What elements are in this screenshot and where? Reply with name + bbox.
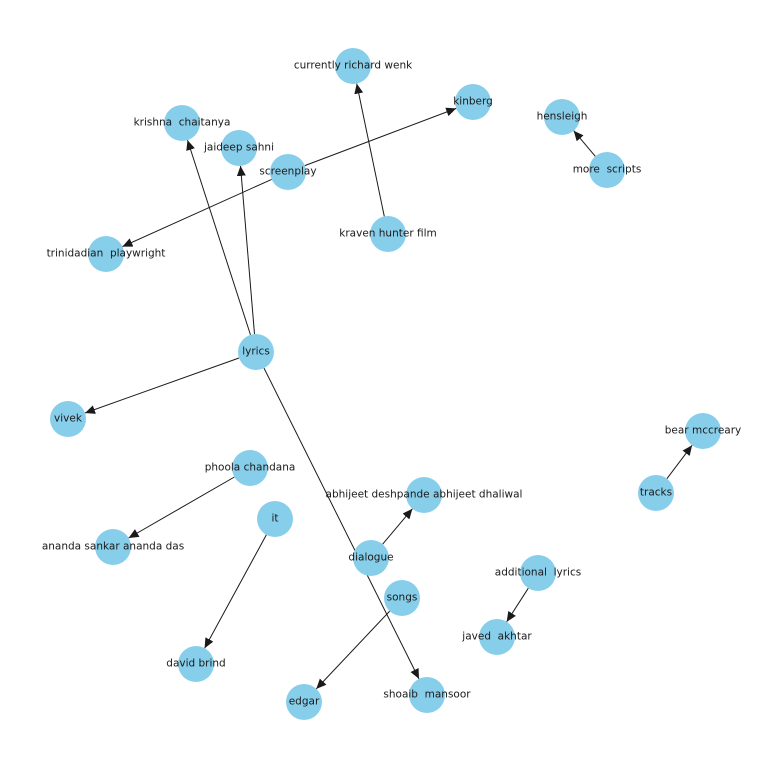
- edge-lyrics-to-krishna-chaitanya: [186, 139, 251, 336]
- edge-lyrics-to-shoaib-mansoor: [263, 367, 420, 680]
- edge-additional-lyrics-to-javed-akhtar: [506, 587, 529, 623]
- graph-node-hensleigh: [544, 99, 580, 135]
- edge-screenplay-to-kinberg: [304, 107, 457, 167]
- graph-node-songs: [384, 580, 420, 616]
- graph-node-jaideep-sahni: [221, 130, 257, 166]
- edge-tracks-to-bear-mccreary: [666, 444, 693, 480]
- edge-phoola-chandana-to-ananda-sankar-ananda-das: [128, 476, 235, 539]
- graph-node-more-scripts: [589, 152, 625, 188]
- graph-node-bear-mccreary: [685, 413, 721, 449]
- graph-node-lyrics: [238, 334, 274, 370]
- graph-node-tracks: [638, 475, 674, 511]
- graph-node-david-brind: [178, 646, 214, 682]
- graph-node-krishna-chaitanya: [164, 105, 200, 141]
- edge-lyrics-to-jaideep-sahni: [236, 165, 255, 335]
- graph-node-phoola-chandana: [232, 450, 268, 486]
- graph-node-shoaib-mansoor: [409, 677, 445, 713]
- graph-node-additional-lyrics: [520, 555, 556, 591]
- edge-screenplay-to-trinidadian-playwright: [122, 178, 272, 248]
- edge-lyrics-to-vivek: [84, 357, 240, 414]
- graph-node-dialogue: [353, 540, 389, 576]
- edge-more-scripts-to-hensleigh: [573, 130, 596, 157]
- edge-it-to-david-brind: [204, 534, 267, 649]
- edge-dialogue-to-abhijeet-deshpande-abhijeet-dhaliwal: [382, 508, 413, 545]
- edge-kraven-hunter-film-to-currently-richard-wenk: [354, 83, 385, 217]
- graph-node-abhijeet-deshpande-abhijeet-dhaliwal: [406, 477, 442, 513]
- graph-node-currently-richard-wenk: [335, 48, 371, 84]
- graph-node-javed-akhtar: [479, 619, 515, 655]
- graph-node-kinberg: [455, 84, 491, 120]
- graph-node-trinidadian-playwright: [88, 236, 124, 272]
- graph-node-screenplay: [270, 154, 306, 190]
- graph-node-ananda-sankar-ananda-das: [95, 529, 131, 565]
- graph-node-vivek: [50, 401, 86, 437]
- graph-node-edgar: [286, 684, 322, 720]
- graph-node-it: [257, 501, 293, 537]
- graph-node-kraven-hunter-film: [370, 216, 406, 252]
- edge-songs-to-edgar: [315, 610, 391, 690]
